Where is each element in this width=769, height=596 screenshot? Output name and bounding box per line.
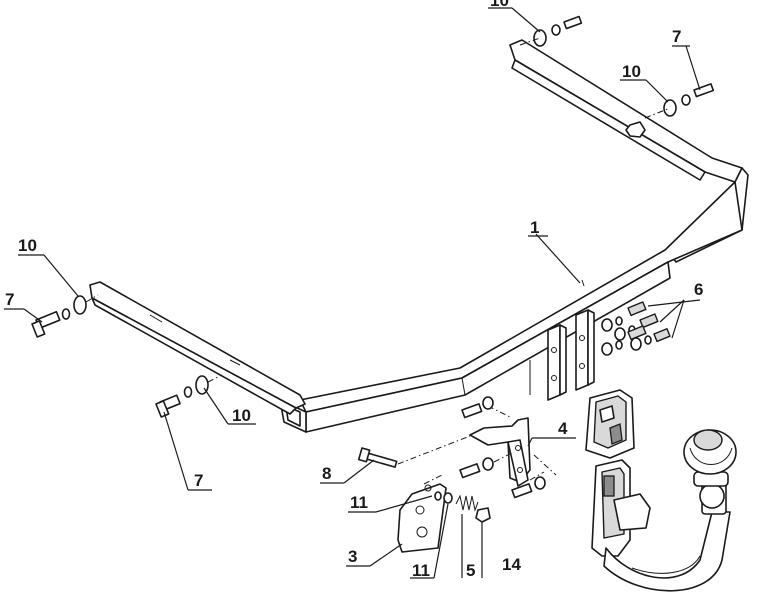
crossbar-part-1 (89, 39, 749, 433)
leader-lines (4, 7, 701, 579)
spring-part-5 (455, 494, 479, 512)
callout-labels: 1 10 7 10 10 7 10 7 6 4 8 11 3 11 5 14 (5, 0, 703, 580)
label-part-6: 6 (694, 280, 703, 299)
bracket-part-4 (459, 396, 557, 499)
label-part-8: 8 (322, 464, 331, 483)
label-part-5: 5 (466, 561, 475, 580)
label-part-7-top: 7 (672, 27, 681, 46)
fasteners-top (519, 15, 715, 119)
label-part-10-right: 10 (622, 62, 641, 81)
towball-assembly (585, 389, 737, 592)
label-part-11-lower: 11 (412, 561, 430, 580)
label-part-7-left: 7 (5, 290, 14, 309)
label-part-10-left: 10 (18, 236, 37, 255)
bolts-part-6 (601, 301, 671, 356)
label-part-10-bottom: 10 (232, 406, 251, 425)
label-part-4: 4 (558, 419, 568, 438)
label-part-11-upper: 11 (350, 493, 368, 512)
socket-plate-part-3 (397, 473, 491, 553)
label-part-14: 14 (502, 555, 521, 574)
pin-part-8 (357, 435, 471, 468)
label-part-1: 1 (530, 218, 539, 237)
label-part-7-bottom: 7 (194, 471, 203, 490)
fasteners-left (31, 294, 223, 418)
label-part-10-top: 10 (490, 0, 509, 10)
label-part-3: 3 (348, 547, 357, 566)
